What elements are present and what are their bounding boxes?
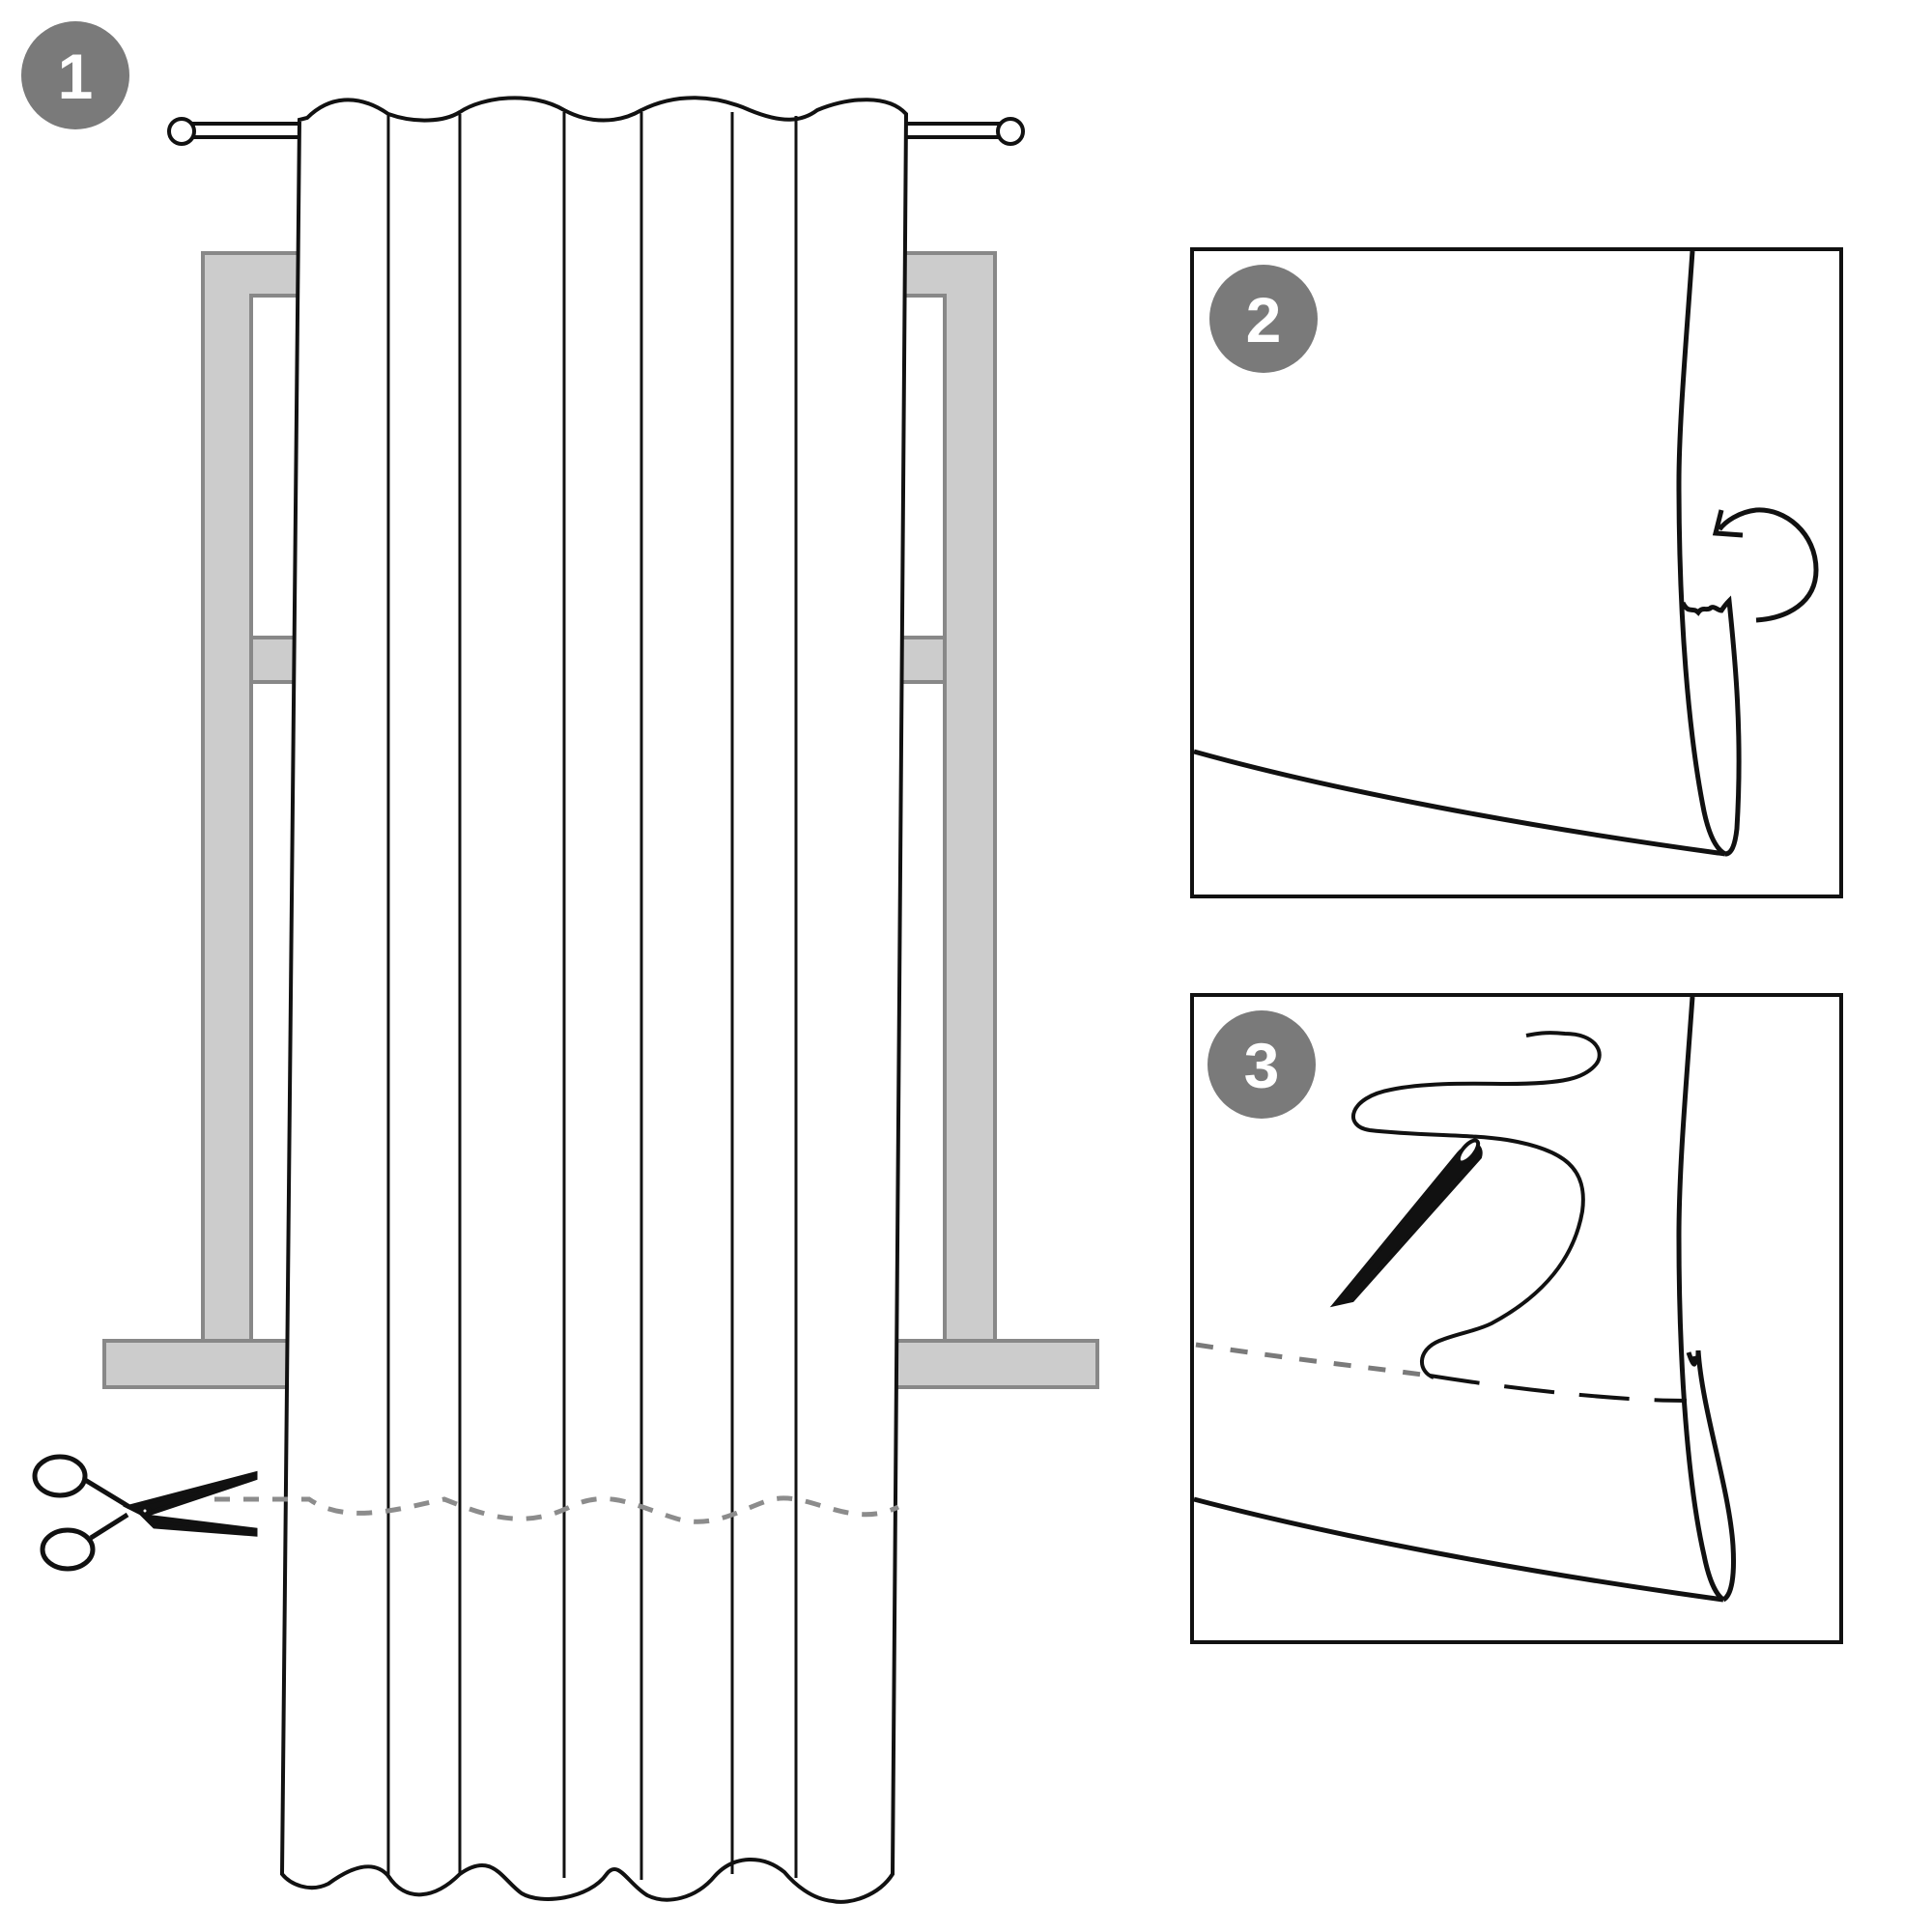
step-3-panel: 3 (1190, 993, 1843, 1644)
curtain-bottom-edge (1193, 749, 1726, 857)
stitch-line (1195, 1342, 1431, 1378)
thread-icon (1351, 1031, 1602, 1379)
step-2-panel: 2 (1190, 247, 1843, 898)
curtain-bottom-edge (1193, 1496, 1724, 1603)
step-1-panel: 1 (21, 21, 1099, 1904)
stitch-line-sewn (1429, 1374, 1688, 1403)
step-3-number: 3 (1244, 1030, 1280, 1101)
step-2-number: 2 (1246, 284, 1282, 355)
cut-line (214, 1495, 900, 1524)
hem-fold (1686, 1350, 1736, 1603)
curtain-edge (1676, 250, 1727, 857)
curtain-edge (1676, 996, 1725, 1603)
step-2-badge: 2 (1209, 265, 1318, 373)
step-1-badge: 1 (21, 21, 129, 129)
curtain-panel-icon (279, 96, 909, 1904)
step-1-number: 1 (58, 41, 94, 112)
scissors-icon (32, 1454, 258, 1572)
needle-icon (1329, 1138, 1483, 1308)
hem-fold (1680, 595, 1742, 857)
step-3-badge: 3 (1208, 1010, 1316, 1119)
fold-arrow-icon (1712, 507, 1819, 623)
